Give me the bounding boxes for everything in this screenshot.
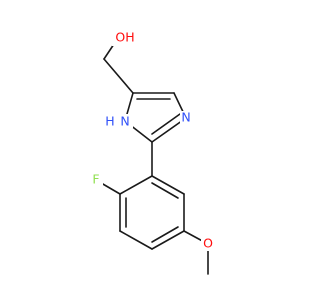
bond-ring-ch2 bbox=[103, 58, 134, 94]
bond-n3-c2-double bbox=[151, 113, 181, 135]
bond-ar4-ar5-double bbox=[151, 226, 179, 243]
ether-oxygen-label: O bbox=[203, 236, 213, 251]
bond-ar4-ar5 bbox=[151, 230, 185, 250]
bond-ar6-ar1 bbox=[151, 175, 185, 195]
fluorine-label: F bbox=[92, 172, 99, 187]
imine-nitrogen-label: N bbox=[181, 110, 190, 125]
hydroxyl-label: OH bbox=[115, 30, 134, 45]
molecule-diagram: OH N H N F O bbox=[92, 29, 214, 275]
bond-ar3-ar4 bbox=[119, 230, 153, 250]
nh-nitrogen-label: N bbox=[120, 114, 129, 129]
bond-ar6-ar1-double bbox=[151, 182, 179, 199]
structure-canvas: OH N H N F O bbox=[92, 29, 214, 275]
nh-hydrogen-label: H bbox=[105, 114, 114, 129]
bond-ar1-ar2 bbox=[119, 175, 153, 195]
